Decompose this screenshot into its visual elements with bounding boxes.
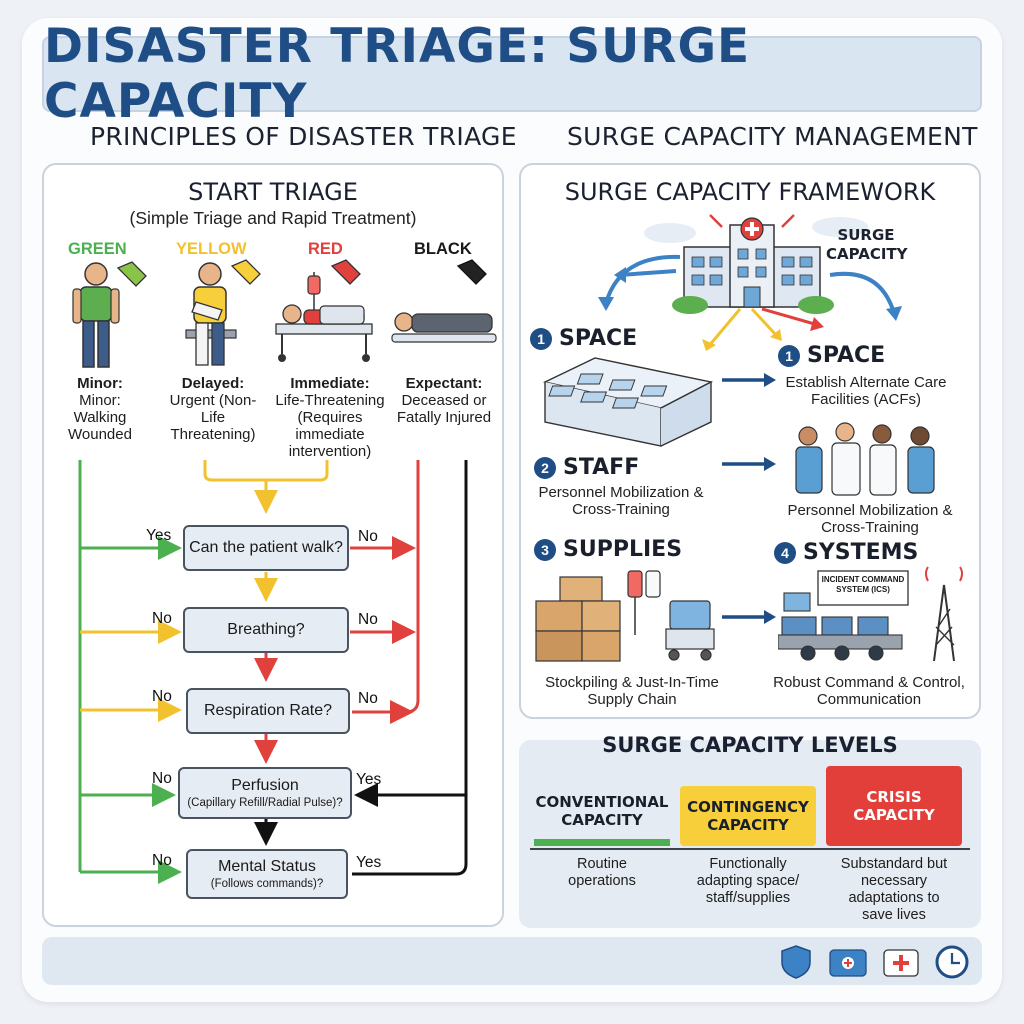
surge-levels-title: SURGE CAPACITY LEVELS: [602, 733, 898, 757]
walk-no-label: No: [358, 528, 378, 545]
start-triage-subtitle: (Simple Triage and Rapid Treatment): [129, 208, 417, 228]
green-description: Minor:Minor: Walking Wounded: [68, 375, 132, 443]
conventional-description: Routine operations: [568, 856, 636, 889]
category-green: GREEN: [68, 240, 127, 258]
walk-yes-label: Yes: [146, 527, 172, 544]
resp-no-right-label: No: [358, 690, 378, 707]
walk-decision-box: Can the patient walk?: [183, 525, 349, 571]
ics-label: INCIDENT COMMAND SYSTEM (ICS): [821, 575, 905, 594]
category-red: RED: [308, 240, 343, 258]
surge-capacity-label: SURGE CAPACITY: [826, 226, 908, 263]
perfusion-decision-box: Perfusion(Capillary Refill/Radial Pulse)…: [178, 767, 352, 819]
crisis-description: Substandard but necessary adaptations to…: [840, 856, 948, 923]
staff-arrow: [722, 457, 776, 471]
mental-status-decision-box: Mental Status(Follows commands)?: [186, 849, 348, 899]
start-triage-title: START TRIAGE: [188, 178, 358, 206]
medical-supplies-icon: [535, 570, 715, 662]
stretcher-patient-icon: [275, 259, 373, 362]
first-aid-kit-icon: [829, 949, 867, 977]
footer-bar: [42, 937, 982, 985]
hospital-building-icon: [672, 217, 834, 314]
breathing-decision-box: Breathing?: [183, 607, 349, 653]
perfusion-no-label: No: [152, 770, 172, 787]
alternate-care-facility-icon: [542, 357, 714, 447]
shield-icon: [781, 945, 811, 979]
title-banner: DISASTER TRIAGE: SURGE CAPACITY: [42, 19, 982, 129]
systems-description: Robust Command & Control, Communication: [773, 674, 965, 708]
supplies-description: Stockpiling & Just-In-Time Supply Chain: [545, 674, 719, 708]
injured-seated-patient-icon: [185, 259, 261, 366]
level-crisis: CRISIS CAPACITY: [826, 766, 962, 846]
black-description: Expectant:Deceased or Fatally Injured: [396, 375, 492, 426]
supplies-arrow: [722, 610, 776, 624]
category-black: BLACK: [414, 240, 472, 258]
mental-yes-label: Yes: [356, 854, 382, 871]
space-arrow: [722, 373, 776, 387]
red-description: Immediate:Life-Threatening (Requires imm…: [275, 375, 385, 460]
resp-no-left-label: No: [152, 688, 172, 705]
space-description: Establish Alternate Care Facilities (ACF…: [785, 374, 947, 408]
right-section-heading: SURGE CAPACITY MANAGEMENT: [567, 122, 978, 151]
breathing-no-left-label: No: [152, 610, 172, 627]
footer-icons: [781, 945, 969, 979]
medical-cross-icon: [883, 949, 919, 977]
level-contingency: CONTINGENCY CAPACITY: [680, 786, 816, 846]
hospital-graphic: [598, 214, 902, 351]
walking-patient-icon: [72, 261, 147, 368]
surge-framework-title: SURGE CAPACITY FRAMEWORK: [564, 178, 936, 206]
contingency-description: Functionally adapting space/ staff/suppl…: [696, 856, 800, 906]
clock-icon: [935, 945, 969, 979]
page-title: DISASTER TRIAGE: SURGE CAPACITY: [44, 19, 751, 129]
perfusion-yes-label: Yes: [356, 771, 382, 788]
command-center-icon: [778, 566, 963, 662]
breathing-no-right-label: No: [358, 611, 378, 628]
yellow-description: Delayed:Urgent (Non-Life Threatening): [169, 375, 257, 443]
patient-figures: [72, 259, 497, 368]
mental-no-label: No: [152, 852, 172, 869]
level-conventional: CONVENTIONAL CAPACITY: [534, 782, 670, 846]
staff-description-right: Personnel Mobilization & Cross-Training: [787, 502, 953, 536]
left-section-heading: PRINCIPLES OF DISASTER TRIAGE: [90, 122, 517, 151]
medical-staff-icon: [795, 422, 935, 496]
category-yellow: YELLOW: [176, 240, 247, 258]
staff-description: Personnel Mobilization & Cross-Training: [538, 484, 704, 518]
deceased-patient-icon: [391, 259, 497, 343]
respiration-decision-box: Respiration Rate?: [186, 688, 350, 734]
levels-baseline: [530, 848, 970, 850]
